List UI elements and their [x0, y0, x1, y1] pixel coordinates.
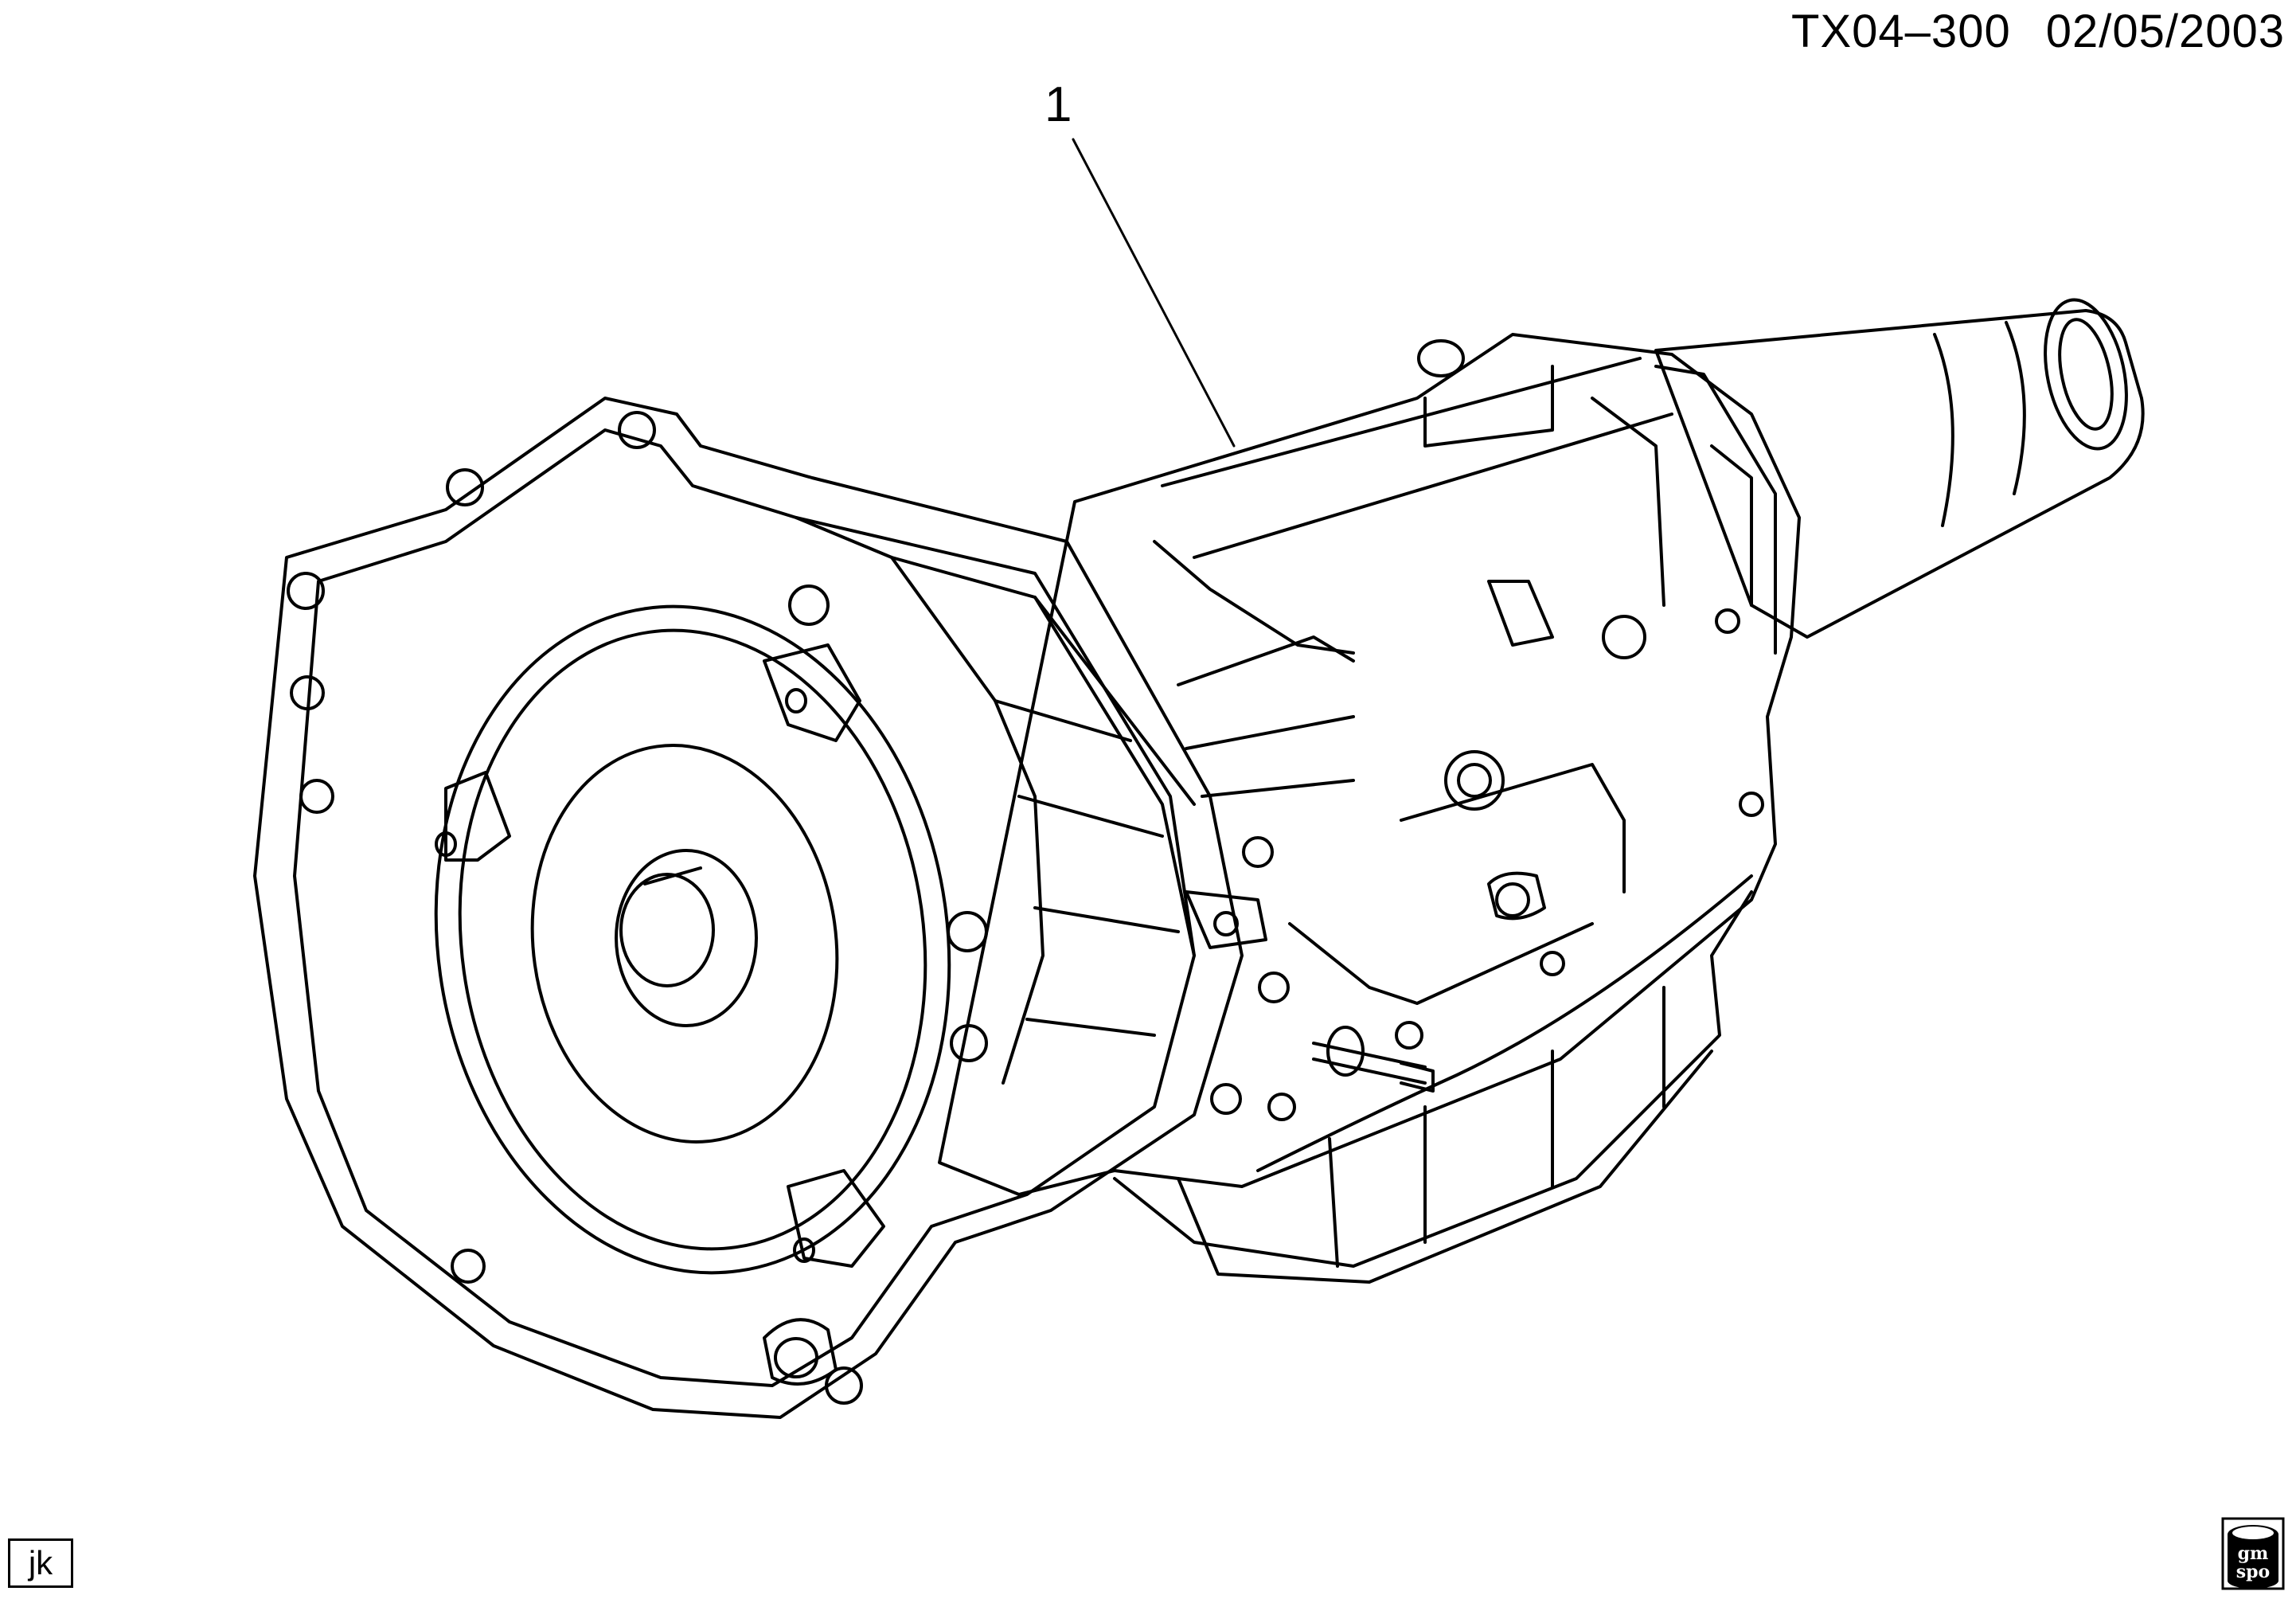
callout-label-1: 1	[1045, 77, 1072, 132]
diagram-reference: TX04–300 02/05/2003	[1791, 5, 2285, 58]
oil-pan	[1113, 874, 1753, 1284]
logo-text-gm: gm	[2237, 1543, 2269, 1564]
diagram-number: TX04–300	[1791, 6, 2011, 57]
extension-housing	[1654, 298, 2145, 639]
author-initials: jk	[8, 1538, 73, 1588]
logo-text-spo: spo	[2235, 1562, 2271, 1582]
shift-shaft	[1258, 763, 1626, 1121]
torque-converter	[434, 604, 951, 1386]
gm-spo-logo-icon	[2221, 1517, 2285, 1590]
diagram-date: 02/05/2003	[2045, 6, 2285, 57]
bell-housing	[253, 397, 1355, 1419]
main-case	[938, 333, 1801, 1196]
callout-leader-line	[1072, 138, 1236, 448]
